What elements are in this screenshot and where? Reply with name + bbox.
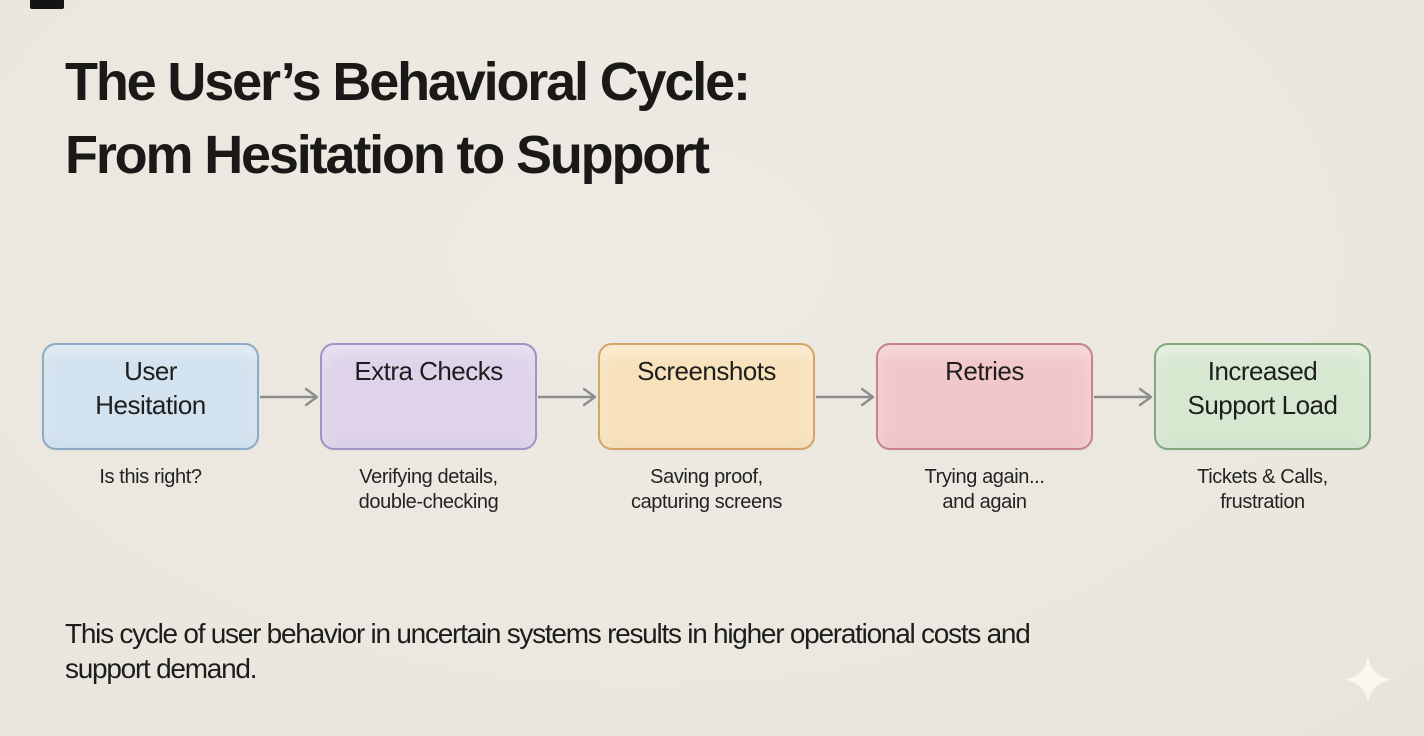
flow-box-extra-checks: Extra Checks	[320, 343, 537, 450]
arrow-icon	[260, 387, 319, 407]
flow-box-retries: Retries	[876, 343, 1093, 450]
arrow-icon	[538, 387, 597, 407]
slide-title: The User’s Behavioral Cycle:From Hesitat…	[65, 52, 751, 185]
flow-step-extra-checks: Extra Checks Verifying details,double-ch…	[320, 343, 537, 514]
flow-step-caption: Verifying details,double-checking	[358, 466, 499, 513]
top-left-mark	[30, 0, 64, 9]
flow-box-screenshots: Screenshots	[598, 343, 815, 450]
flow-step-caption: Tickets & Calls,frustration	[1197, 466, 1328, 513]
footer-summary-text: This cycle of user behavior in uncertain…	[65, 618, 1031, 684]
flow-box-label: Screenshots	[637, 356, 776, 386]
flow-step-screenshots: Screenshots Saving proof,capturing scree…	[598, 343, 815, 514]
flow-step-caption: Saving proof,capturing screens	[630, 466, 783, 513]
flow-box-label: Retries	[945, 356, 1024, 386]
flow-step-retries: Retries Trying again...and again	[876, 343, 1093, 514]
arrow-icon	[1094, 387, 1153, 407]
arrow-icon	[816, 387, 875, 407]
flow-step-caption: Is this right?	[99, 466, 202, 488]
flow-box-label: Extra Checks	[354, 356, 503, 386]
flow-step-caption: Trying again...and again	[924, 466, 1045, 513]
sparkle-icon	[1345, 656, 1391, 703]
